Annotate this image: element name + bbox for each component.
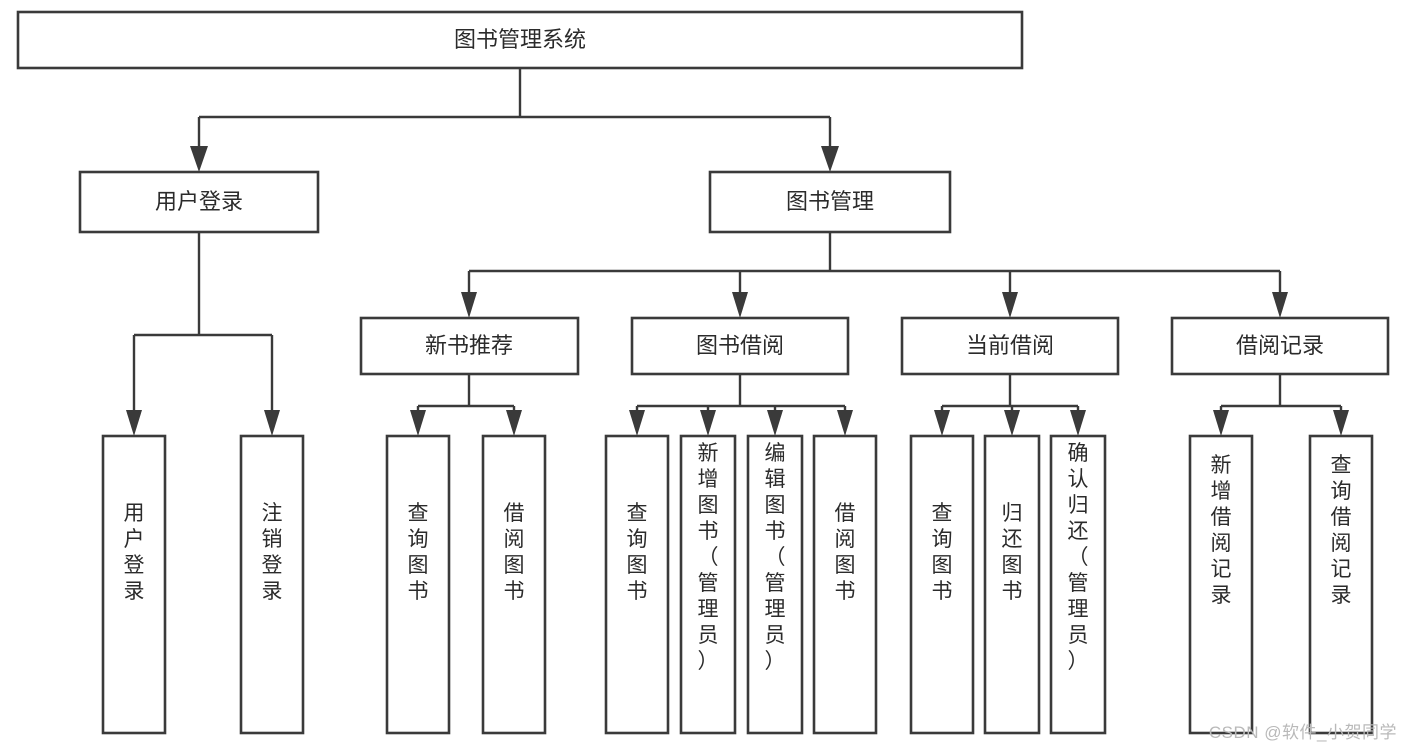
node-leaf-query-book-1-label: 查询图书	[408, 502, 429, 603]
node-leaf-query-book-1[interactable]: 查询图书	[385, 434, 451, 735]
node-leaf-edit-book[interactable]: 编辑图书（管理员）	[746, 434, 804, 735]
arrow-head-leaf-query-book-3	[934, 410, 950, 436]
node-leaf-user-login[interactable]: 用户登录	[101, 434, 167, 735]
node-new-book-recommend-label: 新书推荐	[425, 333, 513, 358]
node-leaf-confirm-return-label: 确认归还（管理员）	[1068, 442, 1089, 673]
node-new-book-recommend[interactable]: 新书推荐	[359, 316, 580, 376]
node-leaf-borrow-book-1[interactable]: 借阅图书	[481, 434, 547, 735]
node-leaf-edit-book-box[interactable]	[746, 434, 804, 735]
node-leaf-query-book-3-label: 查询图书	[932, 502, 953, 603]
node-leaf-query-book-2[interactable]: 查询图书	[604, 434, 670, 735]
node-leaf-user-login-label: 用户登录	[124, 502, 145, 603]
arrow-head-leaf-user-logout	[264, 410, 280, 436]
arrow-head-book-manage	[821, 146, 839, 172]
node-borrow-record[interactable]: 借阅记录	[1170, 316, 1390, 376]
arrow-head-leaf-query-book-2	[629, 410, 645, 436]
node-leaf-borrow-book-2-label: 借阅图书	[835, 502, 856, 603]
node-book-manage-box[interactable]	[708, 170, 952, 234]
node-root[interactable]: 图书管理系统	[16, 10, 1024, 70]
node-leaf-return-book[interactable]: 归还图书	[983, 434, 1041, 735]
arrow-head-new-book-recommend	[461, 292, 477, 318]
node-current-borrow-label: 当前借阅	[966, 333, 1054, 358]
node-leaf-query-record-label: 查询借阅记录	[1331, 454, 1352, 607]
node-book-manage-label: 图书管理	[786, 189, 874, 214]
node-leaf-query-record-box[interactable]	[1308, 434, 1374, 735]
arrow-head-leaf-query-record	[1333, 410, 1349, 436]
arrow-head-leaf-borrow-book-1	[506, 410, 522, 436]
node-current-borrow-box[interactable]	[900, 316, 1120, 376]
node-book-borrow[interactable]: 图书借阅	[630, 316, 850, 376]
node-leaf-query-book-3[interactable]: 查询图书	[909, 434, 975, 735]
node-leaf-add-record-box[interactable]	[1188, 434, 1254, 735]
arrow-head-leaf-edit-book	[767, 410, 783, 436]
arrow-head-leaf-add-book	[700, 410, 716, 436]
node-leaf-query-book-3-box[interactable]	[909, 434, 975, 735]
node-leaf-borrow-book-2[interactable]: 借阅图书	[812, 434, 878, 735]
node-leaf-query-book-1-box[interactable]	[385, 434, 451, 735]
node-user-login[interactable]: 用户登录	[78, 170, 320, 234]
node-new-book-recommend-box[interactable]	[359, 316, 580, 376]
node-book-manage[interactable]: 图书管理	[708, 170, 952, 234]
arrow-head-leaf-add-record	[1213, 410, 1229, 436]
node-book-borrow-box[interactable]	[630, 316, 850, 376]
leaf-layer: 用户登录 注销登录 查询图书 借阅图书 查询图书 新增图书（管理员）	[101, 434, 1374, 735]
arrow-head-leaf-borrow-book-2	[837, 410, 853, 436]
connector-layer	[126, 68, 1349, 436]
node-leaf-return-book-box[interactable]	[983, 434, 1041, 735]
node-current-borrow[interactable]: 当前借阅	[900, 316, 1120, 376]
arrow-head-leaf-query-book-1	[410, 410, 426, 436]
node-leaf-confirm-return[interactable]: 确认归还（管理员）	[1049, 434, 1107, 735]
node-leaf-borrow-book-1-label: 借阅图书	[504, 502, 525, 603]
arrow-head-borrow-record	[1272, 292, 1288, 318]
arrow-head-book-borrow	[732, 292, 748, 318]
arrow-head-leaf-return-book	[1004, 410, 1020, 436]
node-book-borrow-label: 图书借阅	[696, 333, 784, 358]
node-leaf-borrow-book-1-box[interactable]	[481, 434, 547, 735]
node-user-login-label: 用户登录	[155, 189, 243, 214]
node-leaf-add-record[interactable]: 新增借阅记录	[1188, 434, 1254, 735]
node-root-label: 图书管理系统	[454, 27, 586, 52]
node-leaf-add-book-box[interactable]	[679, 434, 737, 735]
node-borrow-record-label: 借阅记录	[1236, 333, 1324, 358]
node-leaf-query-book-2-label: 查询图书	[627, 502, 648, 603]
node-leaf-add-book[interactable]: 新增图书（管理员）	[679, 434, 737, 735]
node-leaf-add-record-label: 新增借阅记录	[1211, 454, 1232, 607]
node-leaf-return-book-label: 归还图书	[1002, 502, 1023, 603]
node-leaf-query-book-2-box[interactable]	[604, 434, 670, 735]
node-borrow-record-box[interactable]	[1170, 316, 1390, 376]
node-leaf-add-book-label: 新增图书（管理员）	[698, 442, 719, 673]
node-leaf-query-record[interactable]: 查询借阅记录	[1308, 434, 1374, 735]
node-leaf-user-logout-label: 注销登录	[262, 502, 283, 603]
node-leaf-edit-book-label: 编辑图书（管理员）	[765, 442, 786, 673]
arrow-head-leaf-confirm-return	[1070, 410, 1086, 436]
node-leaf-user-login-box[interactable]	[101, 434, 167, 735]
node-leaf-user-logout[interactable]: 注销登录	[239, 434, 305, 735]
node-leaf-confirm-return-box[interactable]	[1049, 434, 1107, 735]
arrow-head-current-borrow	[1002, 292, 1018, 318]
node-user-login-box[interactable]	[78, 170, 320, 234]
arrow-head-user-login	[190, 146, 208, 172]
node-leaf-user-logout-box[interactable]	[239, 434, 305, 735]
node-leaf-borrow-book-2-box[interactable]	[812, 434, 878, 735]
arrow-head-leaf-user-login	[126, 410, 142, 436]
node-root-box[interactable]	[16, 10, 1024, 70]
